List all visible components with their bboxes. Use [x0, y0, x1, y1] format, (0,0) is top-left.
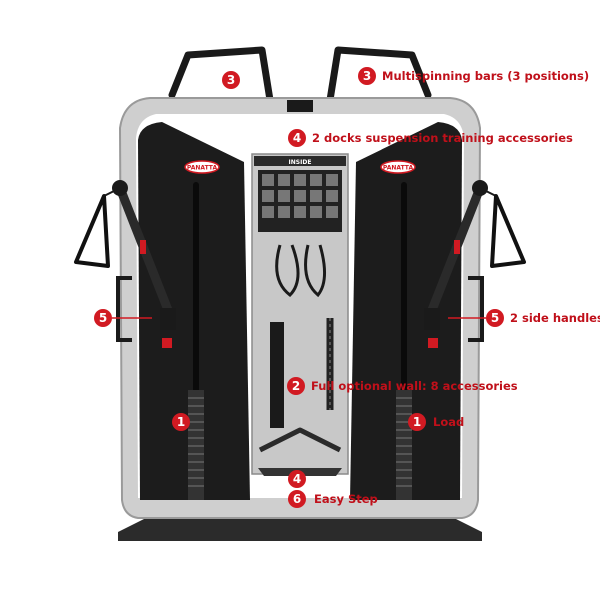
callout-1-left-badge: 1 [172, 413, 190, 431]
callout-1-label: Load [433, 415, 465, 429]
callout-3-label: Multispinning bars (3 positions) [382, 69, 590, 83]
callout-5-left-badge: 5 [94, 309, 112, 327]
frame-top-dock [287, 100, 313, 112]
weight-stack-left [188, 390, 204, 500]
pullup-bar-right [326, 46, 432, 104]
callout-4-badge: 4 [288, 129, 306, 147]
logo-badge-right [380, 160, 416, 174]
side-handle-right [468, 276, 484, 342]
callout-3-left-badge: 3 [222, 71, 240, 89]
accessory-bar [258, 427, 342, 453]
callout-5-label: 2 side handles [510, 311, 600, 325]
base-plate [118, 516, 482, 541]
callout-5-badge: 5 [486, 309, 504, 327]
logo-text-right: PANATTA [383, 165, 414, 172]
callout-2-label: Full optional wall: 8 accessories [311, 379, 518, 393]
callout-2-badge: 2 [287, 377, 305, 395]
callout-6-badge: 6 [288, 490, 306, 508]
cable-arm-right [424, 180, 526, 348]
callout-1-badge: 1 [408, 413, 426, 431]
side-handle-left [116, 276, 132, 342]
pullup-bar-left [168, 46, 274, 104]
callout-4-label: 2 docks suspension training accessories [312, 131, 573, 145]
accessory-strap [270, 322, 284, 428]
weight-stack-right [396, 390, 412, 500]
callout-6-label: Easy Step [314, 492, 378, 506]
callout-3-badge: 3 [358, 67, 376, 85]
accessory-wall-header-bar [254, 156, 346, 166]
callout-4-lower-badge: 4 [288, 470, 306, 488]
exercise-chart [258, 170, 342, 232]
cable-arm-left [74, 180, 176, 348]
logo-badge-left [184, 160, 220, 174]
accessory-wall-header: INSIDE [289, 159, 312, 166]
accessory-handles [275, 244, 326, 298]
logo-text-left: PANATTA [187, 165, 218, 172]
